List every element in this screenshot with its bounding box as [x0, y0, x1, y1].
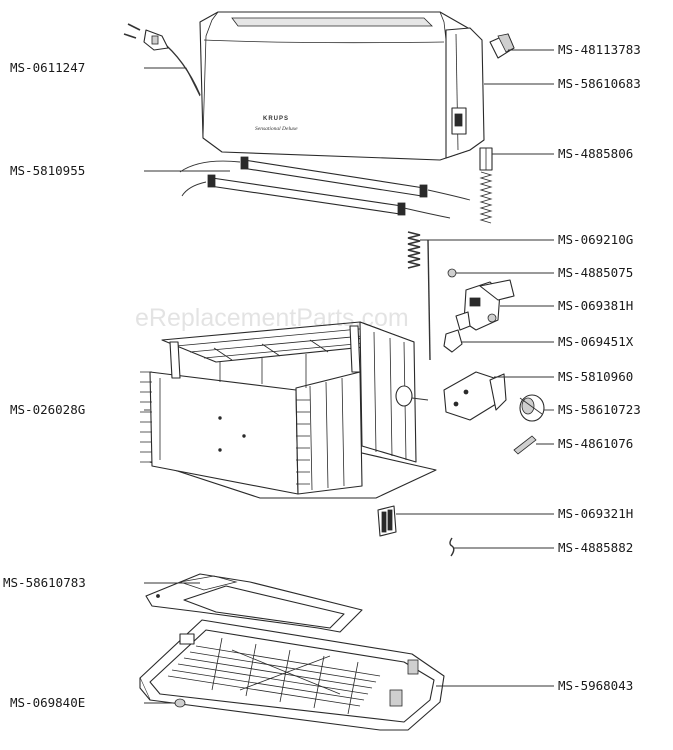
pin: [513, 435, 537, 455]
part-label-069321H[interactable]: MS-069321H: [558, 506, 633, 521]
toaster-housing: KRUPS Sensational Deluxe: [199, 11, 485, 161]
switch-bracket: [455, 279, 515, 331]
part-labels: MS-0611247 MS-48113783 MS-58610683 MS-58…: [3, 42, 641, 710]
part-label-5968043[interactable]: MS-5968043: [558, 678, 633, 693]
brand-model: Sensational Deluxe: [255, 126, 298, 132]
switch-block: [377, 505, 397, 537]
power-cord: [123, 23, 201, 96]
part-label-0611247[interactable]: MS-0611247: [10, 60, 85, 75]
toaster-chassis: [140, 321, 437, 499]
base-plate: [139, 619, 445, 731]
control-bracket: [443, 371, 507, 421]
part-label-4885075[interactable]: MS-4885075: [558, 265, 633, 280]
part-label-58610683[interactable]: MS-58610683: [558, 76, 641, 91]
part-label-026028G[interactable]: MS-026028G: [10, 402, 85, 417]
part-label-5810955[interactable]: MS-5810955: [10, 163, 85, 178]
part-label-5810960[interactable]: MS-5810960: [558, 369, 633, 384]
watermark: eReplacementParts.com: [135, 304, 409, 332]
part-label-069840E[interactable]: MS-069840E: [10, 695, 85, 710]
crumb-tray: [145, 573, 363, 633]
part-label-4861076[interactable]: MS-4861076: [558, 436, 633, 451]
small-spring: [407, 231, 421, 269]
heating-elements: [179, 156, 471, 219]
part-label-58610783[interactable]: MS-58610783: [3, 575, 86, 590]
control-knob: [519, 394, 545, 422]
part-label-4885882[interactable]: MS-4885882: [558, 540, 633, 555]
brand-name: KRUPS: [263, 116, 289, 122]
part-label-069451X[interactable]: MS-069451X: [558, 334, 634, 349]
part-label-48113783[interactable]: MS-48113783: [558, 42, 641, 57]
part-label-58610723[interactable]: MS-58610723: [558, 402, 641, 417]
small-spring-2: [449, 537, 455, 557]
nut: [447, 268, 457, 278]
part-label-069210G[interactable]: MS-069210G: [558, 232, 633, 247]
rubber-foot: [174, 698, 186, 708]
base-grille: [167, 637, 381, 715]
part-label-069381H[interactable]: MS-069381H: [558, 298, 633, 313]
leader-lines: [144, 49, 554, 704]
guide-rod: [427, 239, 431, 361]
spring-part: [479, 147, 493, 224]
clip: [443, 329, 463, 353]
part-label-4885806[interactable]: MS-4885806: [558, 146, 633, 161]
